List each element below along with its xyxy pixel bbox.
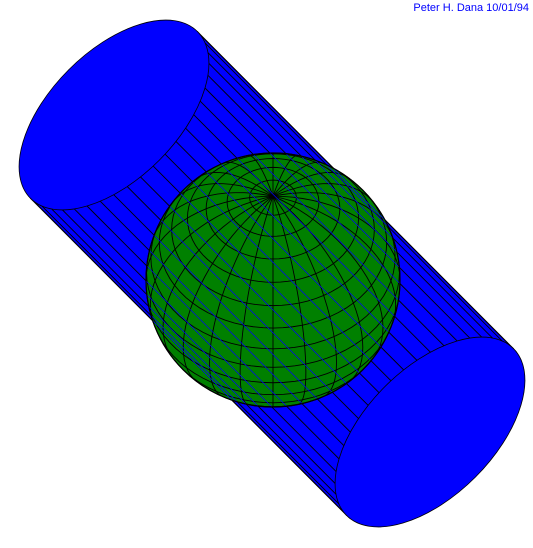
globe-parallel-line — [272, 166, 375, 307]
globe-overlay-ruling — [146, 209, 379, 407]
globe-meridian-line — [171, 183, 274, 205]
globe-meridian-line — [272, 196, 307, 405]
globe-meridian-line — [272, 195, 397, 324]
globe-overlay-ruling — [146, 194, 400, 407]
globe-overlay-ruling — [208, 153, 400, 381]
globe-meridian-line — [272, 195, 401, 281]
globe-meridian-line — [182, 195, 274, 382]
globe-overlay-ruling — [193, 153, 400, 407]
globe-overlay-ruling — [164, 153, 400, 407]
globe-parallel-line — [249, 179, 297, 216]
cylinder-bottom-end — [334, 336, 526, 528]
globe-overlay-ruling — [207, 153, 400, 370]
globe-overlay-ruling — [146, 201, 351, 407]
globe-meridian-line — [149, 195, 274, 324]
globe-meridian-line — [272, 183, 375, 205]
globe-overlay-ruling — [146, 205, 400, 407]
globe-parallel-line — [150, 233, 274, 350]
globe-meridian-line — [145, 195, 274, 281]
globe-parallel-line — [205, 158, 341, 260]
globe-overlay-ruling — [146, 176, 400, 407]
globe-meridian-line — [272, 195, 364, 382]
globe-overlay-ruling — [204, 153, 400, 406]
author-credit: Peter H. Dana 10/01/94 — [413, 2, 529, 14]
globe-parallel-line — [148, 304, 274, 384]
globe-parallel-line — [272, 304, 398, 384]
globe — [145, 152, 401, 408]
globe-parallel-line — [146, 263, 274, 368]
globe-overlay-ruling — [146, 208, 368, 407]
globe-meridian-line — [162, 195, 274, 357]
globe-overlay-ruling — [185, 153, 400, 407]
globe-overlay-ruling — [146, 208, 391, 407]
globe-overlay-ruling — [175, 153, 400, 407]
globe-meridian-line — [272, 195, 384, 357]
globe-parallel-line — [171, 166, 274, 307]
globe-parallel-line — [186, 153, 360, 283]
globe-meridian-line — [196, 171, 274, 197]
globe-parallel-line — [157, 334, 274, 396]
globe-overlay-ruling — [146, 200, 400, 407]
globe-overlay-ruling — [204, 153, 400, 361]
globe-parallel-line — [272, 334, 389, 396]
globe-meridian-line — [239, 196, 274, 405]
globe-parallel-line — [226, 166, 320, 237]
globe-overlay-ruling — [146, 186, 400, 407]
globe-meridian-line — [272, 171, 350, 197]
globe-outline — [145, 152, 401, 408]
globe-meridian-line — [272, 161, 322, 197]
globe-overlay-ruling — [200, 153, 400, 353]
cylinder-top-end — [18, 19, 210, 211]
globe-overlay-ruling — [146, 205, 359, 407]
globe-overlay-ruling — [207, 153, 400, 393]
globe-parallel-line — [158, 199, 274, 329]
globe-parallel-line — [272, 263, 400, 368]
globe-parallel-line — [272, 199, 388, 329]
globe-overlay-ruling — [152, 165, 400, 407]
